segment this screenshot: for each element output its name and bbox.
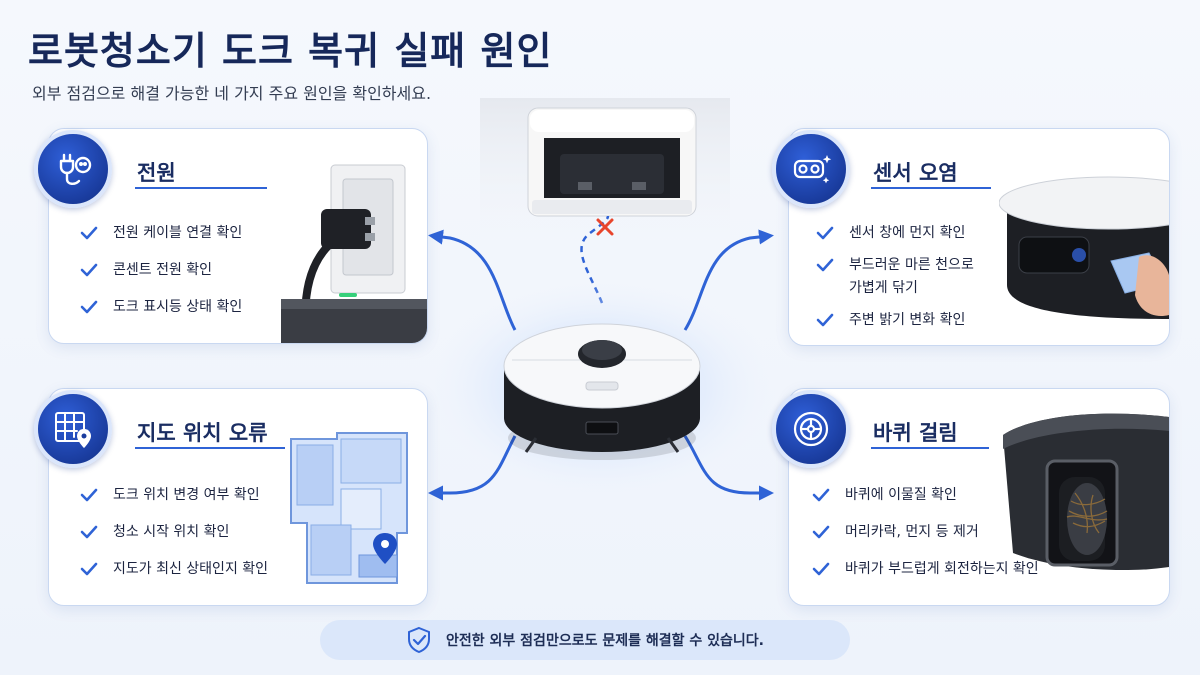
checkmark-icon [80,300,98,314]
checklist-item: 전원 케이블 연결 확인 [79,223,242,243]
card-power-checklist: 전원 케이블 연결 확인 콘센트 전원 확인 도크 표시등 상태 확인 [79,223,242,317]
map-pin-grid-icon [34,390,112,468]
checkmark-icon [80,488,98,502]
checklist-item: 주변 밝기 변화 확인 [815,310,974,330]
wheel-icon [772,390,850,468]
card-wheel: 바퀴 걸림 바퀴에 이물질 확인 머리카락, 먼지 등 제거 바퀴가 부드럽게 … [788,388,1170,606]
checklist-item: 도크 위치 변경 여부 확인 [79,485,268,505]
floor-map-illustration [290,432,408,584]
charging-dock [527,107,697,217]
checklist-item: 청소 시작 위치 확인 [79,522,268,542]
checkmark-icon [812,525,830,539]
fail-x-icon [596,218,614,236]
arrow-to-map [428,435,517,501]
checkmark-icon [80,562,98,576]
checkmark-icon [80,226,98,240]
checklist-item: 부드러운 마른 천으로 가볍게 닦기 [815,255,974,298]
card-sensor: 센서 오염 센서 창에 먼지 확인 부드러운 마른 천으로 가볍게 닦기 주변 … [788,128,1170,346]
checkmark-icon [80,525,98,539]
card-wheel-underline [871,447,989,449]
sensor-cleaning-illustration [999,176,1169,319]
robot-vacuum [503,323,701,460]
checklist-item: 지도가 최신 상태인지 확인 [79,559,268,579]
footer-text: 안전한 외부 점검만으로도 문제를 해결할 수 있습니다. [446,633,764,649]
card-map-checklist: 도크 위치 변경 여부 확인 청소 시작 위치 확인 지도가 최신 상태인지 확… [79,485,268,579]
card-sensor-title: 센서 오염 [873,161,958,185]
checkmark-icon [816,313,834,327]
checklist-item: 콘센트 전원 확인 [79,260,242,280]
card-power-title: 전원 [137,161,176,185]
checklist-item: 도크 표시등 상태 확인 [79,297,242,317]
footer-banner: 안전한 외부 점검만으로도 문제를 해결할 수 있습니다. [320,620,850,660]
sensor-sparkle-icon [772,130,850,208]
checklist-item: 센서 창에 먼지 확인 [815,223,974,243]
card-wheel-title: 바퀴 걸림 [873,421,958,445]
checklist-item: 바퀴에 이물질 확인 [811,485,1039,505]
card-map-title: 지도 위치 오류 [137,421,268,445]
checkmark-icon [812,562,830,576]
arrow-to-wheel [683,435,774,501]
page-title: 로봇청소기 도크 복귀 실패 원인 [28,29,553,73]
checklist-item: 머리카락, 먼지 등 제거 [811,522,1039,542]
wheel-hair-illustration [1003,413,1169,571]
card-map-underline [135,447,285,449]
shield-check-icon [408,626,431,654]
card-sensor-underline [871,187,991,189]
checkmark-icon [812,488,830,502]
center-illustration [427,98,777,501]
wall-outlet-illustration [281,164,427,343]
card-power-underline [135,187,267,189]
card-map: 지도 위치 오류 도크 위치 변경 여부 확인 청소 시작 위치 확인 지도가 … [48,388,428,606]
checklist-item: 바퀴가 부드럽게 회전하는지 확인 [811,559,1039,579]
power-plug-icon [34,130,112,208]
arrow-to-power [428,229,517,331]
checkmark-icon [80,263,98,277]
arrow-to-sensor [683,229,774,331]
checkmark-icon [816,226,834,240]
checkmark-icon [816,258,834,272]
card-sensor-checklist: 센서 창에 먼지 확인 부드러운 마른 천으로 가볍게 닦기 주변 밝기 변화 … [815,223,974,330]
card-wheel-checklist: 바퀴에 이물질 확인 머리카락, 먼지 등 제거 바퀴가 부드럽게 회전하는지 … [811,485,1039,579]
page-subtitle: 외부 점검으로 해결 가능한 네 가지 주요 원인을 확인하세요. [32,84,432,103]
